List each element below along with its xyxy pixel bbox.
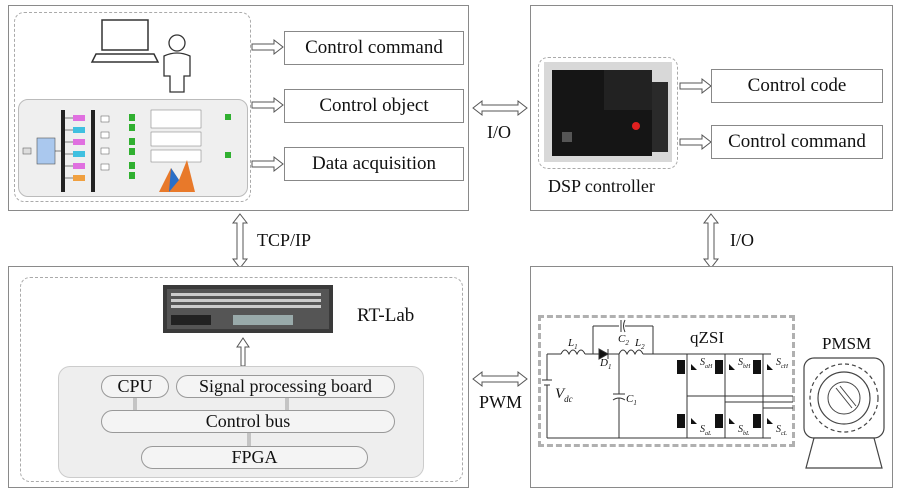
- qzsi-title: qZSI: [690, 328, 724, 347]
- switch-label-bl: SbL: [738, 424, 750, 437]
- control-object-box: Control object: [284, 89, 464, 123]
- io-right-label: I/O: [730, 230, 754, 250]
- io-right-double-arrow: [702, 213, 720, 269]
- arrow-control-code: [679, 77, 712, 95]
- arrow-control-command: [251, 38, 284, 56]
- switch-label-ch: ScH: [776, 357, 788, 370]
- arrow-data-acquisition: [251, 155, 284, 173]
- switch-label-cl: ScL: [776, 424, 787, 437]
- d1-label: D1: [600, 357, 612, 372]
- rtlab-title: RT-Lab: [357, 305, 415, 326]
- l1-label: L1: [568, 337, 578, 352]
- vdc-label: Vdc: [555, 386, 573, 404]
- arrow-up-to-rtlab: [236, 337, 250, 367]
- switch-label-al: SaL: [700, 424, 712, 437]
- pmsm-label: PMSM: [822, 334, 872, 353]
- data-acquisition-box: Data acquisition: [284, 147, 464, 181]
- simulink-model: [18, 99, 248, 197]
- laptop-icon: [90, 19, 160, 63]
- dsp-caption: DSP controller: [548, 176, 655, 196]
- switch-label-ah: SaH: [700, 357, 713, 370]
- host-inner-frame: [14, 12, 251, 202]
- user-icon: [163, 34, 191, 93]
- arrow-control-object: [251, 96, 284, 114]
- qzsi-circuit: [542, 319, 793, 439]
- tcp-ip-label: TCP/IP: [257, 230, 312, 250]
- cpu-box: CPU: [101, 375, 169, 398]
- bus-fpga-link: [247, 433, 251, 446]
- tcp-ip-double-arrow: [231, 213, 249, 269]
- control-bus-box: Control bus: [101, 410, 395, 433]
- pwm-double-arrow: [472, 370, 528, 388]
- rtlab-hardware-photo: [163, 285, 333, 333]
- qzsi-frame: [538, 315, 795, 447]
- dsp-controller-photo: [544, 62, 672, 162]
- pmsm-motor-icon: [803, 357, 885, 469]
- rtlab-inner-frame: [20, 277, 463, 482]
- dsp-inner-frame: [538, 57, 678, 169]
- io-top-label: I/O: [487, 122, 511, 142]
- c1-label: C1: [626, 393, 637, 408]
- dsp-control-command-box: Control command: [711, 125, 883, 159]
- simulink-diagram: [22, 109, 231, 192]
- arrow-dsp-control-command: [679, 133, 712, 151]
- control-command-box: Control command: [284, 31, 464, 65]
- c2-label: C2: [618, 333, 629, 348]
- io-top-double-arrow: [472, 99, 528, 117]
- board-bus-link: [285, 398, 289, 410]
- pwm-label: PWM: [479, 392, 523, 412]
- fpga-box: FPGA: [141, 446, 368, 469]
- signal-processing-board-box: Signal processing board: [176, 375, 395, 398]
- l2-label: L2: [635, 337, 645, 352]
- switch-label-bh: SbH: [738, 357, 751, 370]
- cpu-bus-link: [133, 398, 137, 410]
- control-code-box: Control code: [711, 69, 883, 103]
